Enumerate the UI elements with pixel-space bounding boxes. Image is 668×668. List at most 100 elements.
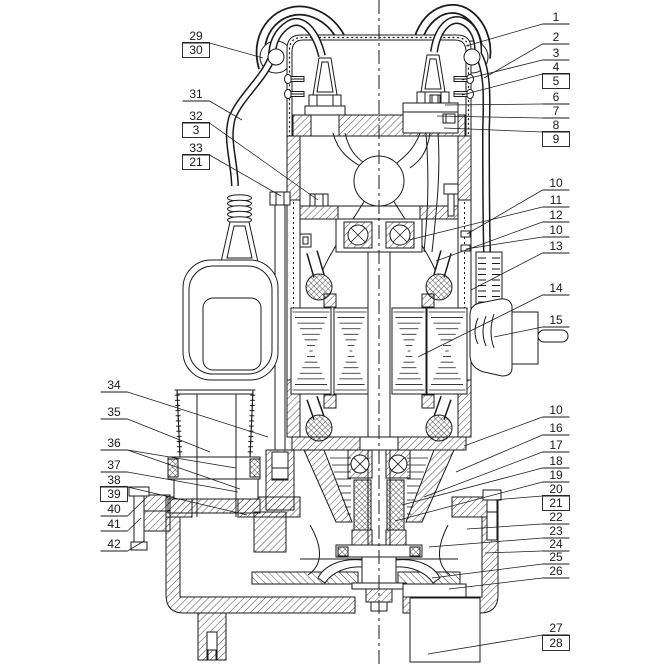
svg-text:35: 35 [107, 405, 121, 419]
hose-coupling [167, 389, 261, 517]
svg-text:33: 33 [189, 141, 203, 155]
svg-text:8: 8 [553, 118, 560, 132]
svg-text:34: 34 [107, 378, 121, 392]
callout-28: 28 [542, 635, 570, 651]
callout-39: 39 [100, 486, 128, 502]
svg-text:29: 29 [189, 29, 203, 43]
callout-11: 11 [408, 193, 570, 241]
ball-bearing [343, 221, 373, 249]
callout-25: 25 [431, 550, 570, 579]
callout-24: 24 [484, 537, 570, 554]
callout-4: 4 [461, 60, 570, 96]
winding-block [333, 307, 369, 395]
ball-bearing [385, 221, 415, 249]
svg-text:10: 10 [549, 223, 563, 237]
callout-22: 22 [466, 510, 570, 530]
svg-text:28: 28 [549, 636, 563, 650]
svg-text:37: 37 [107, 458, 121, 472]
callout-26: 26 [448, 564, 570, 590]
svg-text:21: 21 [549, 496, 563, 510]
winding-block [391, 307, 427, 395]
svg-text:27: 27 [549, 621, 563, 635]
callout-23: 23 [428, 524, 570, 548]
svg-text:6: 6 [553, 90, 560, 104]
svg-text:24: 24 [549, 537, 563, 551]
callout-6: 6 [444, 90, 570, 106]
svg-text:19: 19 [549, 468, 563, 482]
callout-27: 27 [427, 621, 570, 655]
svg-text:17: 17 [549, 438, 563, 452]
winding-block [426, 307, 468, 395]
svg-text:7: 7 [553, 104, 560, 118]
slot-wedge [323, 293, 435, 409]
inlet-passage [402, 583, 467, 598]
svg-text:9: 9 [553, 132, 560, 146]
svg-text:26: 26 [549, 564, 563, 578]
svg-text:15: 15 [549, 313, 563, 327]
callout-37: 37 [100, 458, 239, 493]
callout-15: 15 [493, 313, 570, 338]
callout-20: 20 [492, 482, 570, 501]
svg-text:39: 39 [107, 487, 121, 501]
svg-text:16: 16 [549, 421, 563, 435]
callout-19: 19 [394, 468, 570, 522]
svg-text:10: 10 [549, 176, 563, 190]
svg-text:25: 25 [549, 550, 563, 564]
cable-gland-left [304, 57, 346, 116]
callout-17: 17 [423, 438, 570, 498]
svg-text:30: 30 [189, 43, 203, 57]
svg-text:13: 13 [549, 239, 563, 253]
svg-text:2: 2 [553, 30, 560, 44]
winding-block [290, 307, 332, 395]
svg-text:11: 11 [550, 193, 563, 207]
callout-18: 18 [401, 454, 570, 506]
svg-text:38: 38 [107, 473, 121, 487]
lifting-ring-bore [267, 48, 481, 66]
svg-text:10: 10 [549, 403, 563, 417]
svg-text:12: 12 [549, 208, 563, 222]
callout-21: 21 [542, 495, 570, 511]
svg-text:42: 42 [107, 537, 121, 551]
svg-text:23: 23 [549, 524, 563, 538]
svg-text:21: 21 [189, 155, 203, 169]
discharge-flange [128, 486, 171, 551]
callout-31: 31 [182, 87, 243, 121]
callout-10: 10 [463, 403, 570, 447]
callout-41: 41 [100, 517, 142, 532]
svg-text:40: 40 [107, 502, 121, 516]
callout-30: 30 [182, 42, 210, 58]
callout-10: 10 [465, 223, 570, 250]
svg-text:5: 5 [553, 74, 560, 88]
float-switch [182, 194, 279, 381]
callout-5: 5 [542, 73, 570, 89]
end-winding [305, 250, 453, 442]
callout-3: 3 [461, 46, 570, 81]
svg-text:14: 14 [549, 281, 563, 295]
svg-text:22: 22 [549, 510, 563, 524]
oil-chamber [303, 449, 455, 523]
svg-text:20: 20 [549, 482, 563, 496]
cap-screw [284, 74, 474, 99]
callout-9: 9 [542, 131, 570, 147]
svg-text:41: 41 [107, 517, 121, 531]
bearing [343, 221, 415, 479]
callout-33: 33 [182, 141, 282, 197]
svg-text:32: 32 [189, 109, 203, 123]
callout-36: 36 [100, 436, 241, 490]
svg-text:4: 4 [553, 60, 560, 74]
callout-35: 35 [100, 405, 211, 453]
svg-text:1: 1 [553, 10, 560, 24]
carrying-handle [255, 4, 492, 70]
callout-8: 8 [443, 118, 570, 133]
svg-text:3: 3 [553, 46, 560, 60]
foot [197, 612, 227, 661]
tie-rod-boss [265, 449, 295, 511]
svg-text:36: 36 [107, 436, 121, 450]
callout-3: 3 [182, 122, 210, 138]
svg-text:18: 18 [549, 454, 563, 468]
stator-winding [290, 307, 468, 395]
callout-16: 16 [455, 421, 570, 473]
callout-32: 32 [182, 109, 319, 201]
